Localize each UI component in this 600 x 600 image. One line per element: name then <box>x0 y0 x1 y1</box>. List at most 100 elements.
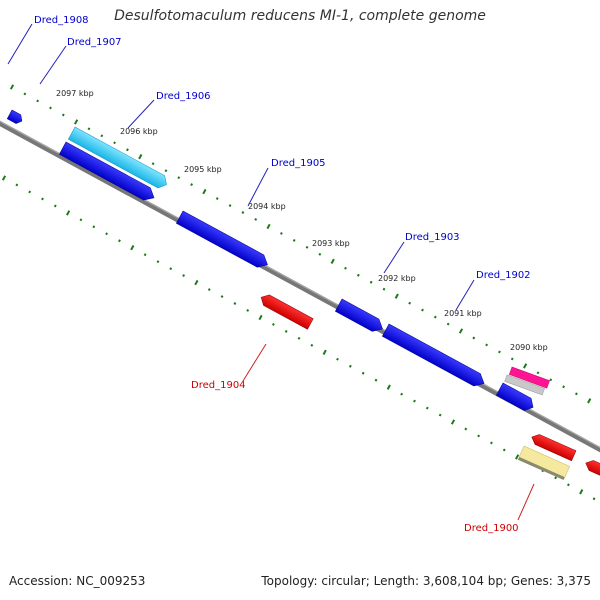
tick-mark <box>472 336 476 340</box>
tick-mark <box>41 197 44 201</box>
tick-mark <box>592 497 596 501</box>
gene-label[interactable]: Dred_1908 <box>34 15 89 26</box>
gene-label[interactable]: Dred_1900 <box>464 523 519 534</box>
tick-mark <box>246 309 250 312</box>
gene-label[interactable]: Dred_1905 <box>271 158 326 169</box>
gene-label[interactable]: Dred_1903 <box>405 232 460 243</box>
tick-mark <box>61 113 65 117</box>
tick-mark <box>413 399 416 403</box>
tick-mark <box>330 258 335 264</box>
gene-red-a[interactable] <box>530 432 577 462</box>
tick-mark <box>587 398 592 404</box>
tick-mark <box>450 419 456 425</box>
tick-mark <box>394 293 399 299</box>
kbp-label: 2091 kbp <box>444 309 482 318</box>
tick-mark <box>305 245 309 249</box>
tick-mark <box>361 371 365 375</box>
tick-mark <box>202 188 207 195</box>
tick-mark <box>66 210 71 216</box>
tick-mark <box>23 92 27 96</box>
tick-mark <box>126 148 129 152</box>
tick-mark <box>562 385 565 389</box>
tick-mark <box>336 357 339 361</box>
tick-mark <box>258 314 263 321</box>
tick-mark <box>438 413 442 417</box>
tick-mark <box>348 364 352 368</box>
kbp-label: 2090 kbp <box>510 343 548 352</box>
tick-mark <box>182 274 185 278</box>
kbp-label: 2096 kbp <box>120 127 158 136</box>
tick-mark <box>425 406 429 410</box>
forward-genes <box>6 109 550 413</box>
tick-mark <box>374 378 378 382</box>
gene-blue-a[interactable] <box>58 141 157 204</box>
gene-label[interactable]: Dred_1907 <box>67 37 122 48</box>
topology-text: Topology: circular; Length: 3,608,104 bp… <box>261 574 591 588</box>
kbp-labels: 2097 kbp 2096 kbp 2095 kbp 2094 kbp 2093… <box>56 89 548 352</box>
gene-label[interactable]: Dred_1906 <box>156 91 211 102</box>
tick-mark <box>400 392 404 396</box>
gene-labels: Dred_1908 Dred_1907 Dred_1906 Dred_1905 … <box>34 15 531 534</box>
tick-mark <box>579 489 584 495</box>
gene-blue-b[interactable] <box>495 382 536 413</box>
tick-mark <box>280 232 283 235</box>
tick-mark <box>220 295 224 299</box>
tick-mark <box>194 279 199 286</box>
tick-mark <box>74 119 79 125</box>
tick-mark <box>87 127 91 131</box>
tick-mark <box>382 287 386 291</box>
tick-mark <box>190 183 193 187</box>
tick-mark <box>15 183 19 187</box>
gene-dred-1904[interactable] <box>258 292 314 330</box>
tick-mark <box>464 427 468 431</box>
tick-mark <box>207 288 211 292</box>
tick-mark <box>177 176 181 180</box>
gene-dred-1900[interactable] <box>517 445 571 481</box>
tick-mark <box>9 84 15 90</box>
tick-mark <box>292 238 296 242</box>
kbp-label: 2097 kbp <box>56 89 94 98</box>
tick-mark <box>498 350 501 354</box>
tick-mark <box>49 106 52 110</box>
gene-label[interactable]: Dred_1904 <box>191 380 246 391</box>
tick-mark <box>151 162 155 166</box>
tick-mark <box>233 302 237 305</box>
tick-mark <box>575 392 578 396</box>
tick-mark <box>105 232 108 236</box>
tick-mark <box>118 239 121 243</box>
tick-mark <box>1 175 7 181</box>
tick-mark <box>523 363 528 369</box>
tick-mark <box>297 336 301 340</box>
tick-mark <box>138 154 143 160</box>
tick-mark <box>164 169 168 173</box>
tick-mark <box>272 323 275 326</box>
tick-mark <box>446 322 450 326</box>
tick-mark <box>143 253 147 257</box>
tick-mark <box>433 315 437 319</box>
tick-mark <box>53 204 57 208</box>
gene-dred-1906[interactable] <box>67 126 170 191</box>
label-leaders <box>7 23 535 521</box>
tick-mark <box>549 378 553 382</box>
kbp-label: 2095 kbp <box>184 165 222 174</box>
tick-mark <box>502 448 506 452</box>
tick-mark <box>490 441 493 445</box>
tick-mark <box>169 267 173 271</box>
tick-mark <box>310 343 314 347</box>
gene-dred-1905[interactable] <box>175 210 271 271</box>
tick-mark <box>156 260 160 264</box>
gene-dred-1903[interactable] <box>334 298 386 335</box>
tick-mark <box>241 211 245 214</box>
gene-dred-1907[interactable] <box>6 109 24 125</box>
gene-label[interactable]: Dred_1902 <box>476 270 531 281</box>
tick-mark <box>266 223 271 230</box>
tick-mark <box>344 266 347 270</box>
tick-mark <box>477 434 480 438</box>
outer-tick-track <box>9 84 592 404</box>
gene-pink[interactable] <box>504 366 550 396</box>
tick-mark <box>284 329 288 333</box>
gene-red-b[interactable] <box>584 458 600 481</box>
gene-dred-1902[interactable] <box>381 323 487 390</box>
tick-mark <box>28 190 32 194</box>
